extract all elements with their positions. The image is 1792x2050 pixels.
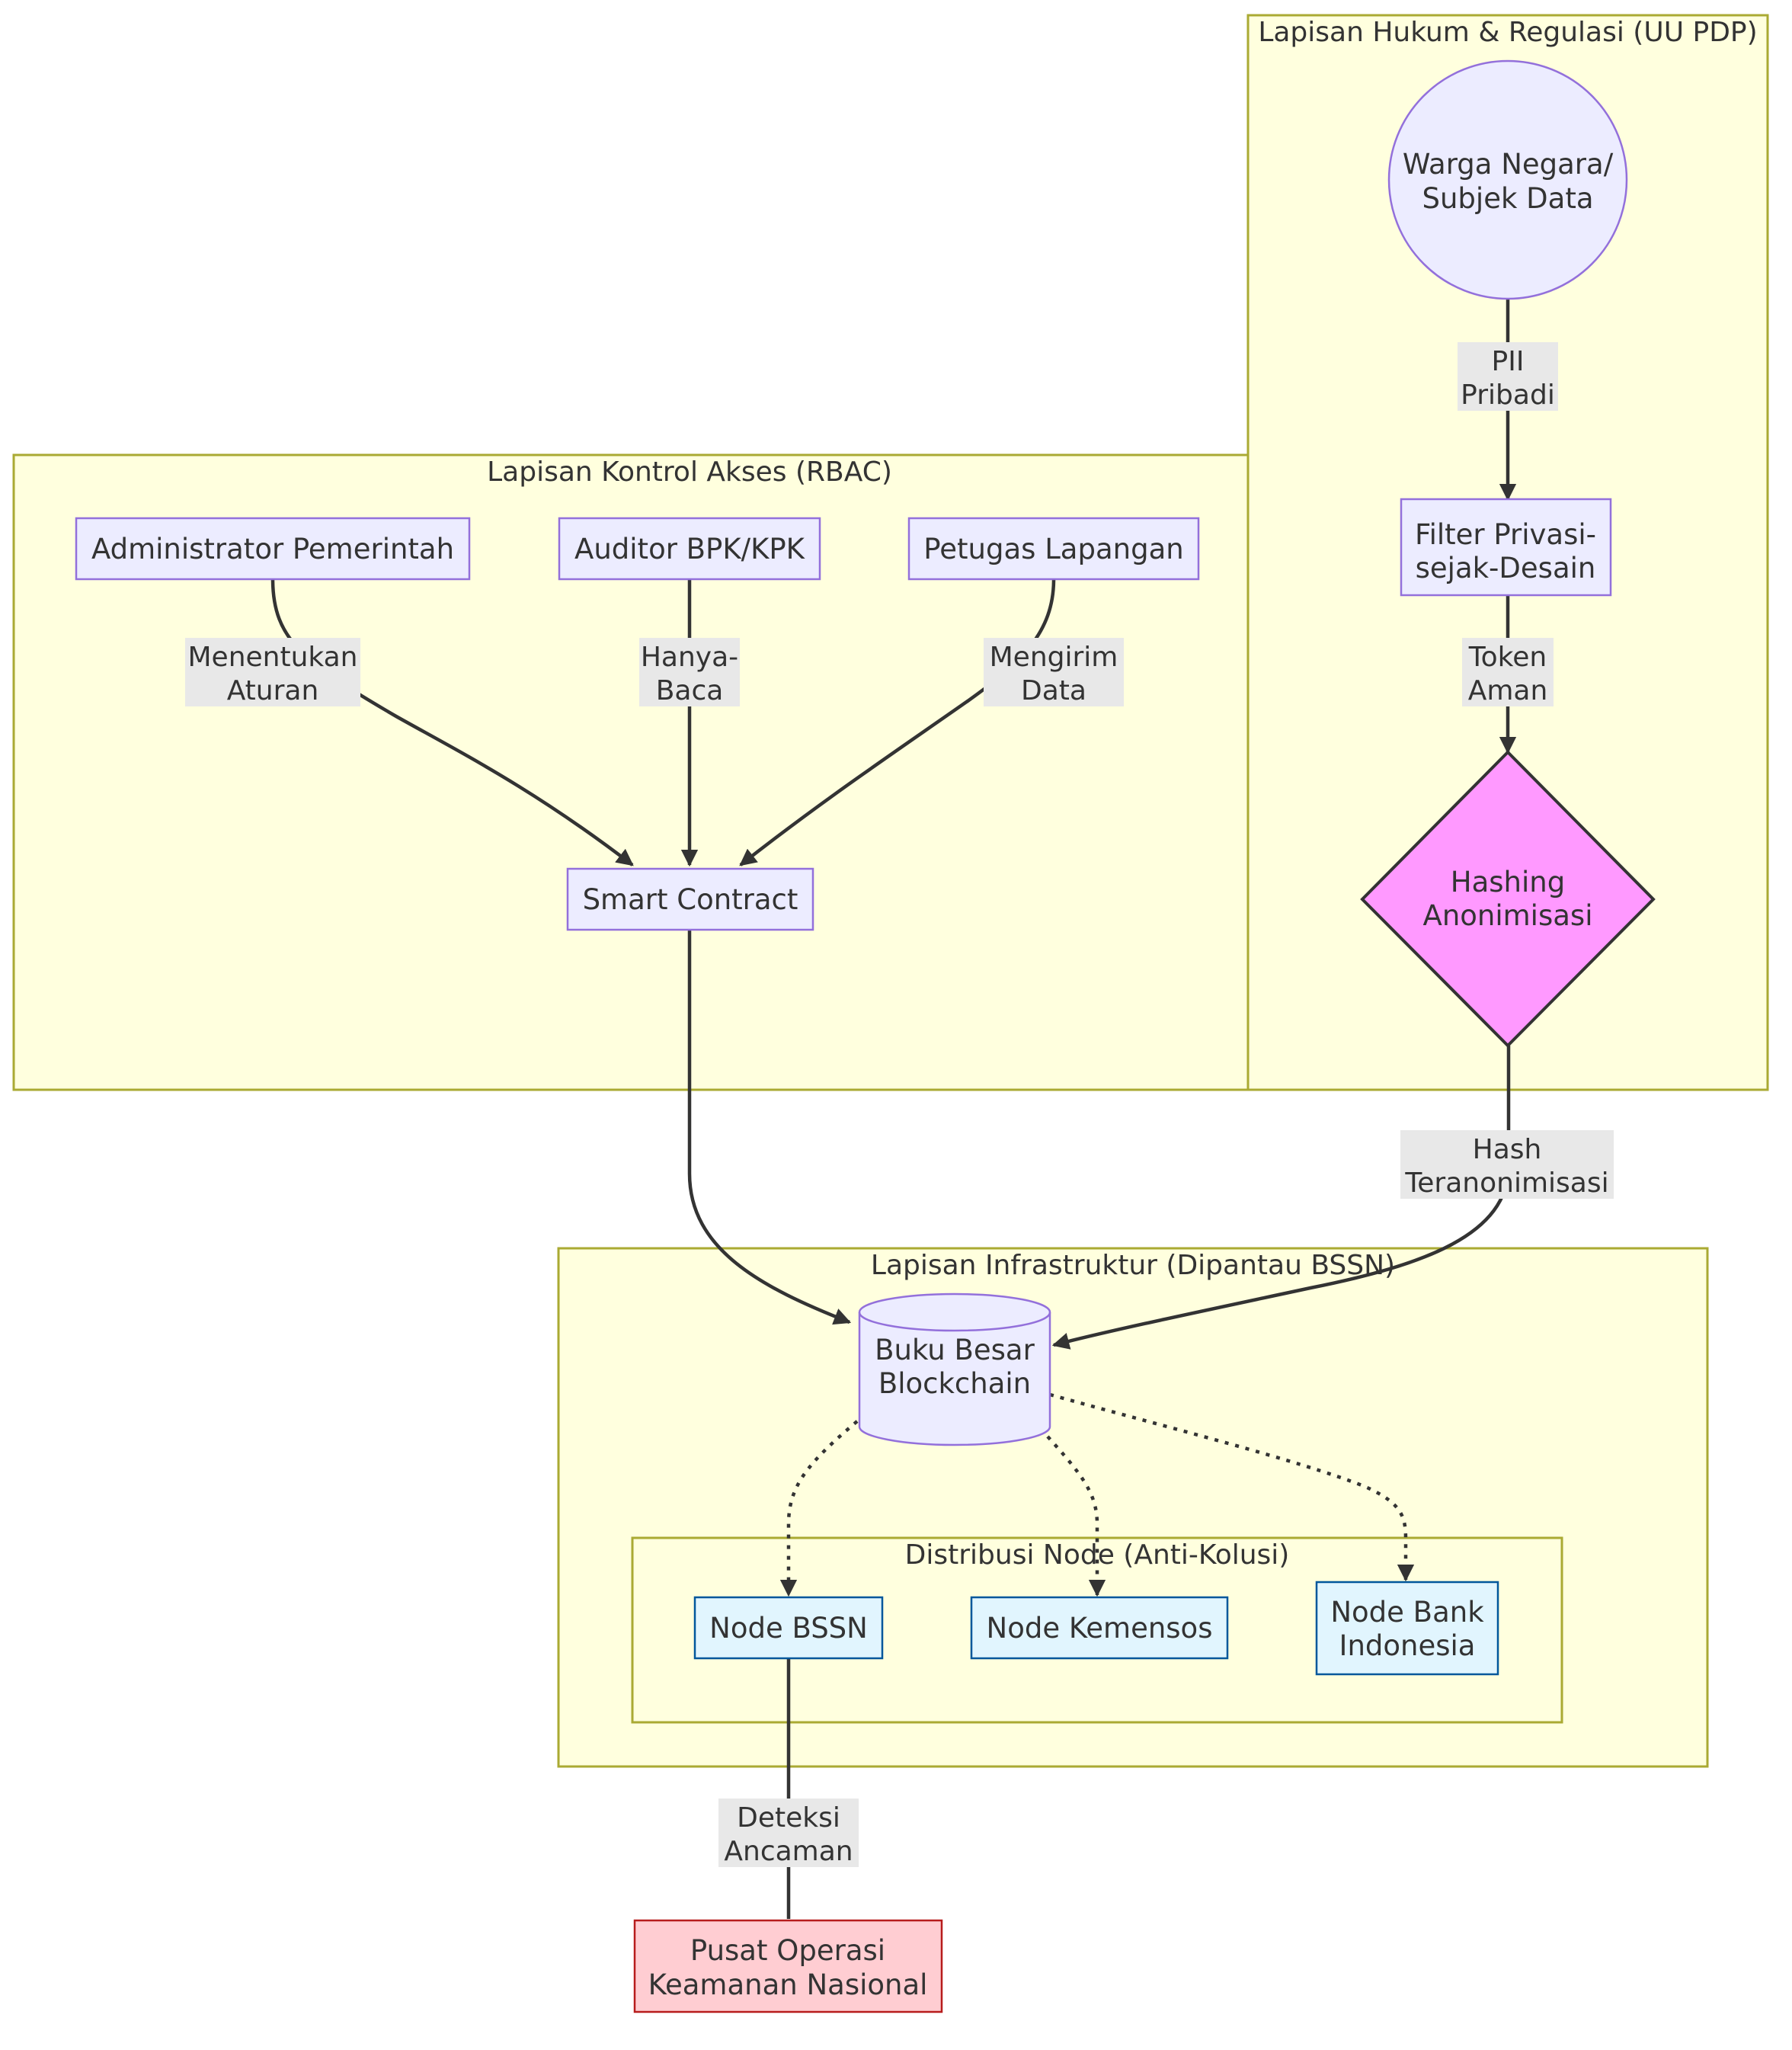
- edge-label-admin-smart: Menentukan Aturan: [185, 638, 360, 706]
- svg-text:Buku Besar: Buku Besar: [875, 1334, 1035, 1366]
- svg-text:Petugas Lapangan: Petugas Lapangan: [923, 533, 1183, 565]
- node-kemensos: Node Kemensos: [970, 1596, 1229, 1660]
- edge-ledger-kemensos: [1046, 1435, 1106, 1597]
- edge-label-petugas-smart: Mengirim Data: [984, 638, 1124, 706]
- node-filter-privasi: Filter Privasi- sejak-Desain: [1400, 498, 1612, 597]
- svg-text:Pribadi: Pribadi: [1461, 380, 1555, 411]
- svg-text:Warga Negara/: Warga Negara/: [1403, 148, 1614, 181]
- edge-label-hashing-ledger: Hash Teranonimisasi: [1400, 1130, 1614, 1199]
- edge-label-bssn-pusat: Deteksi Ancaman: [718, 1799, 859, 1867]
- node-warga-negara: Warga Negara/ Subjek Data: [1387, 59, 1628, 300]
- node-bssn: Node BSSN: [693, 1596, 884, 1660]
- cluster-distribusi-title: Distribusi Node (Anti-Kolusi): [905, 1539, 1290, 1571]
- svg-text:Administrator Pemerintah: Administrator Pemerintah: [91, 533, 454, 565]
- svg-text:Aturan: Aturan: [227, 675, 319, 706]
- svg-text:Menentukan: Menentukan: [187, 642, 357, 673]
- edge-ledger-bssn: [779, 1420, 859, 1597]
- cluster-hukum-title: Lapisan Hukum & Regulasi (UU PDP): [1258, 17, 1757, 48]
- svg-text:Ancaman: Ancaman: [724, 1836, 853, 1867]
- svg-text:Hash: Hash: [1473, 1134, 1542, 1165]
- svg-text:Keamanan Nasional: Keamanan Nasional: [648, 1968, 928, 2001]
- svg-text:Data: Data: [1021, 675, 1086, 706]
- edge-smart-ledger: [687, 930, 852, 1325]
- svg-text:Node Kemensos: Node Kemensos: [987, 1612, 1213, 1645]
- svg-text:Node Bank: Node Bank: [1330, 1596, 1484, 1629]
- edge-label-warga-filter: PII Pribadi: [1458, 342, 1558, 411]
- svg-text:Hashing: Hashing: [1451, 866, 1565, 898]
- cluster-kontrol-title: Lapisan Kontrol Akses (RBAC): [487, 456, 892, 488]
- svg-text:Hanya-: Hanya-: [641, 642, 738, 673]
- edge-petugas-smart: [739, 578, 1056, 866]
- svg-text:Baca: Baca: [656, 675, 724, 706]
- edge-hashing-ledger: [1051, 1046, 1511, 1350]
- svg-text:PII: PII: [1492, 346, 1525, 377]
- svg-text:Anonimisasi: Anonimisasi: [1423, 899, 1593, 932]
- node-pusat-operasi: Pusat Operasi Keamanan Nasional: [633, 1919, 943, 2013]
- node-bank-indonesia: Node Bank Indonesia: [1315, 1581, 1499, 1676]
- svg-text:Pusat Operasi: Pusat Operasi: [690, 1934, 885, 1967]
- edge-label-auditor-smart: Hanya- Baca: [639, 638, 740, 706]
- edges: [270, 299, 1517, 1919]
- edge-admin-smart: [270, 578, 634, 866]
- node-buku-besar-blockchain: Buku Besar Blockchain: [858, 1292, 1051, 1446]
- node-auditor: Auditor BPK/KPK: [558, 517, 821, 581]
- svg-text:Indonesia: Indonesia: [1339, 1629, 1476, 1662]
- svg-text:sejak-Desain: sejak-Desain: [1416, 552, 1596, 585]
- node-smart-contract: Smart Contract: [566, 867, 814, 931]
- svg-text:Mengirim: Mengirim: [990, 642, 1118, 673]
- svg-text:Aman: Aman: [1468, 675, 1548, 706]
- svg-text:Blockchain: Blockchain: [878, 1367, 1031, 1400]
- edge-label-filter-hashing: Token Aman: [1462, 638, 1554, 706]
- cluster-infra-title: Lapisan Infrastruktur (Dipantau BSSN): [871, 1250, 1395, 1281]
- svg-text:Token: Token: [1468, 642, 1547, 673]
- svg-text:Filter Privasi-: Filter Privasi-: [1415, 518, 1596, 551]
- svg-text:Subjek Data: Subjek Data: [1422, 182, 1594, 215]
- svg-text:Smart Contract: Smart Contract: [583, 883, 798, 916]
- svg-text:Teranonimisasi: Teranonimisasi: [1404, 1168, 1608, 1199]
- svg-text:Deteksi: Deteksi: [737, 1802, 840, 1834]
- node-administrator: Administrator Pemerintah: [75, 517, 471, 581]
- svg-text:Node BSSN: Node BSSN: [709, 1612, 868, 1645]
- svg-text:Auditor BPK/KPK: Auditor BPK/KPK: [574, 533, 806, 565]
- node-hashing-anonimisasi: Hashing Anonimisasi: [1360, 750, 1656, 1048]
- node-petugas: Petugas Lapangan: [907, 517, 1200, 581]
